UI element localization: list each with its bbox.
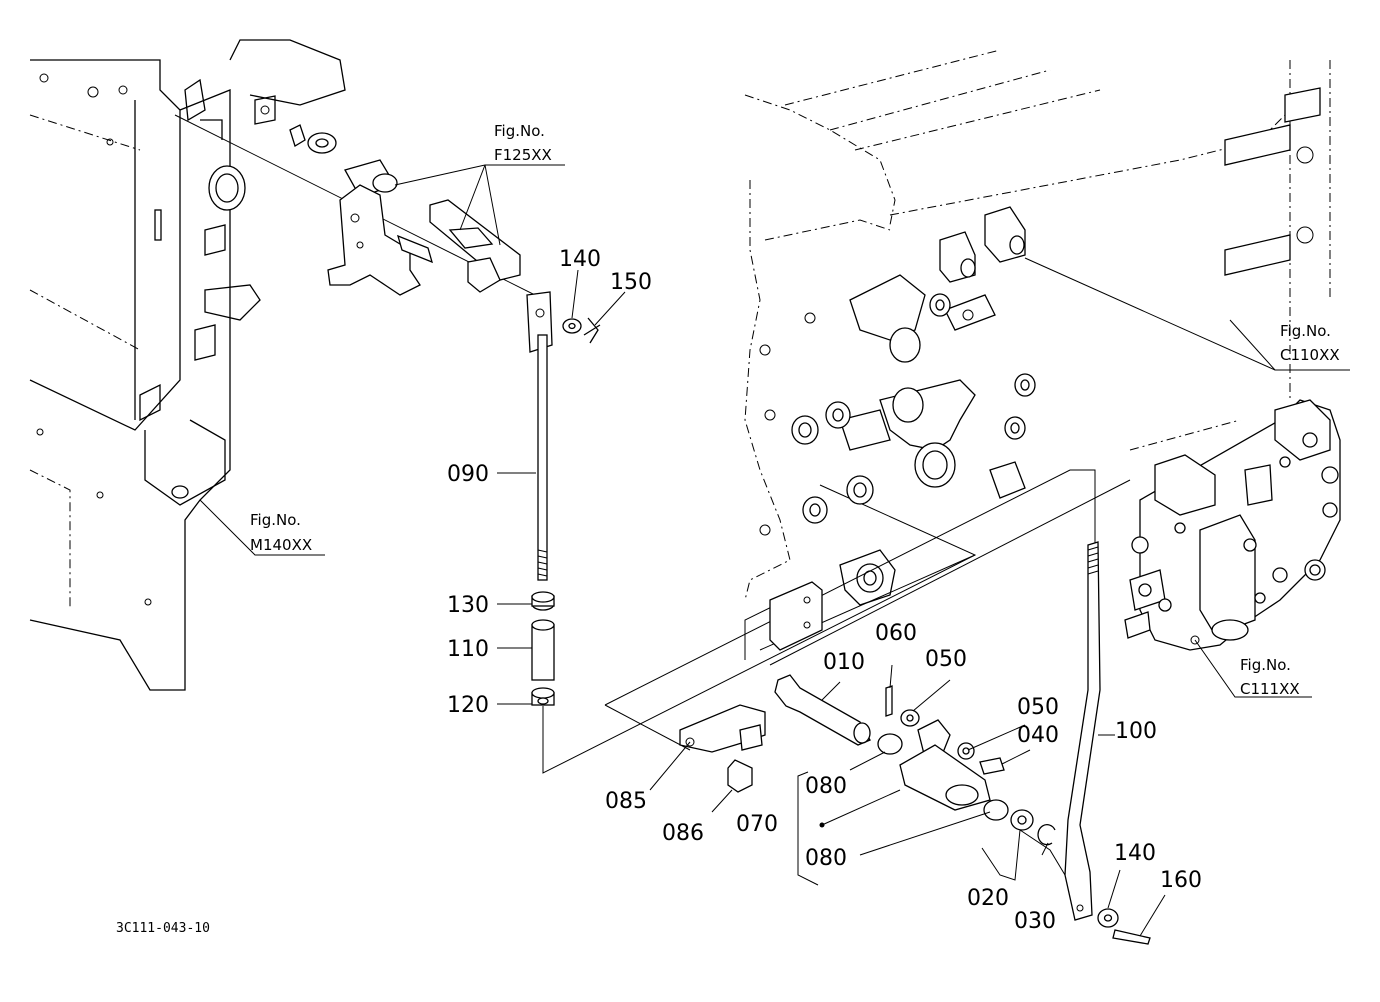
fig-ref-f125-line2: F125XX xyxy=(494,146,552,164)
fig-ref-c110: Fig.No. C110XX xyxy=(1024,257,1350,371)
transmission-housing xyxy=(744,49,1331,606)
label-140-top: 140 xyxy=(559,247,601,272)
fig-ref-c111-line1: Fig.No. xyxy=(1240,656,1291,674)
label-120: 120 xyxy=(447,693,489,718)
label-086: 086 xyxy=(662,821,704,846)
label-020: 020 xyxy=(967,886,1009,911)
valve-block xyxy=(1124,399,1341,651)
lower-linkage xyxy=(604,469,1166,945)
rod-assembly xyxy=(526,291,977,774)
label-050-a: 050 xyxy=(925,647,967,672)
label-060: 060 xyxy=(875,621,917,646)
fig-ref-m140-line1: Fig.No. xyxy=(250,511,301,529)
label-130: 130 xyxy=(447,593,489,618)
label-070: 070 xyxy=(736,812,778,837)
label-160: 160 xyxy=(1160,868,1202,893)
label-150: 150 xyxy=(610,270,652,295)
label-050-b: 050 xyxy=(1017,695,1059,720)
fig-ref-c111-line2: C111XX xyxy=(1240,680,1300,698)
drawing-code: 3C111-043-10 xyxy=(116,921,210,936)
fig-ref-f125-line1: Fig.No. xyxy=(494,122,545,140)
label-080-a: 080 xyxy=(805,774,847,799)
label-040: 040 xyxy=(1017,723,1059,748)
label-140-bottom: 140 xyxy=(1114,841,1156,866)
part-labels: 140 150 090 130 110 120 060 010 050 050 … xyxy=(447,247,1202,934)
label-085: 085 xyxy=(605,789,647,814)
fig-ref-m140: Fig.No. M140XX xyxy=(199,499,325,556)
fig-ref-c110-line1: Fig.No. xyxy=(1280,322,1331,340)
label-010: 010 xyxy=(823,650,865,675)
upper-linkage-bracket xyxy=(174,114,546,301)
rod-label-leaders xyxy=(497,269,626,705)
label-030: 030 xyxy=(1014,909,1056,934)
left-frame-assembly xyxy=(29,39,346,691)
label-090: 090 xyxy=(447,462,489,487)
label-110: 110 xyxy=(447,637,489,662)
label-100: 100 xyxy=(1115,719,1157,744)
fig-ref-f125: Fig.No. F125XX xyxy=(394,122,565,246)
fig-ref-c111: Fig.No. C111XX xyxy=(1194,639,1312,698)
fig-ref-c110-line2: C110XX xyxy=(1280,346,1340,364)
fig-ref-m140-line2: M140XX xyxy=(250,536,312,554)
label-080-b: 080 xyxy=(805,846,847,871)
